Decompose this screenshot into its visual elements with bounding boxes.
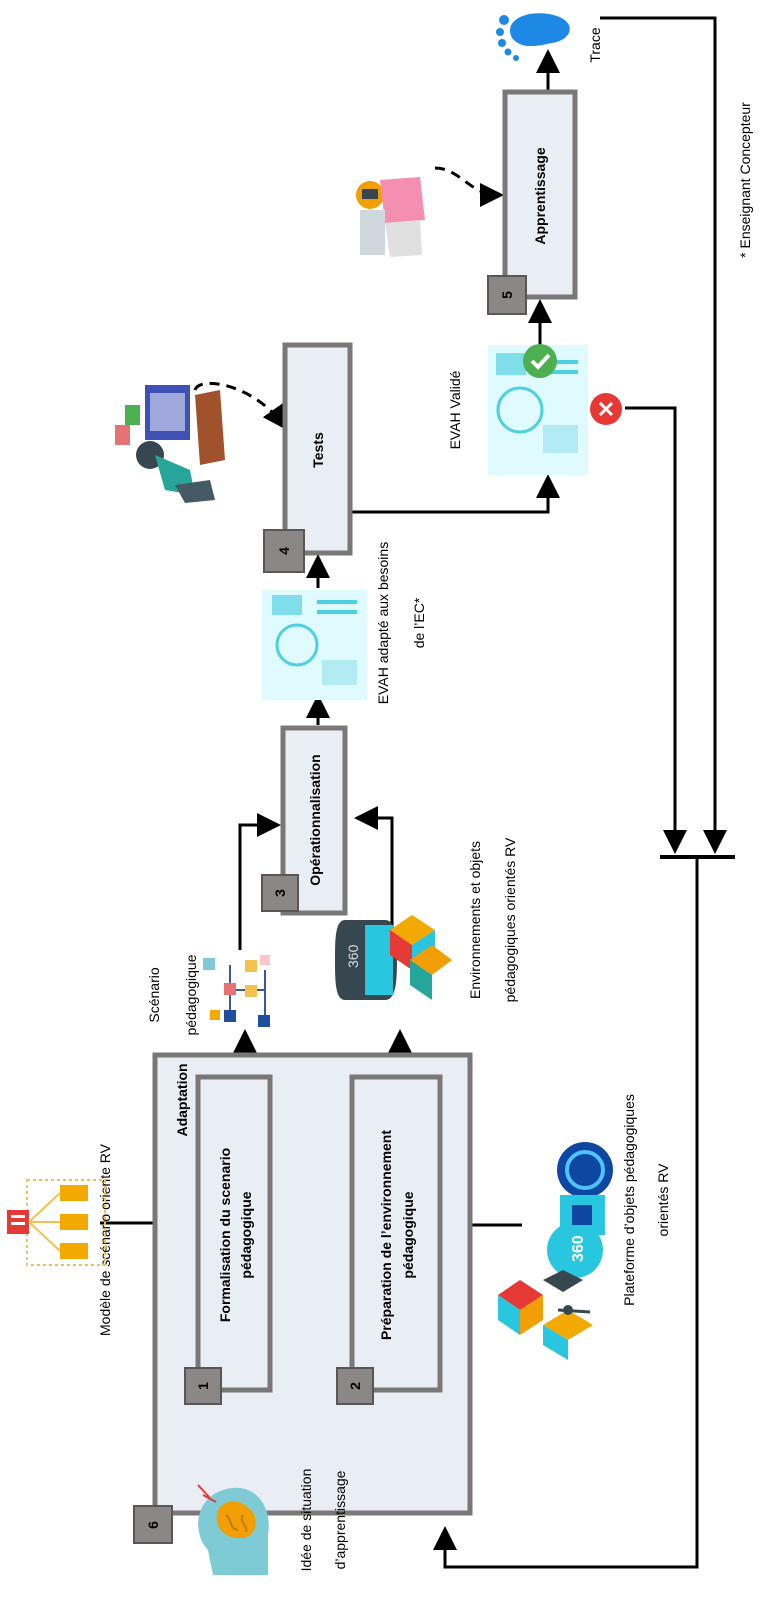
person-vr-icon bbox=[356, 177, 425, 257]
vr-360-sphere-icon: 360° bbox=[547, 1222, 603, 1278]
svg-text:1: 1 bbox=[195, 1382, 211, 1390]
arrow-trace-feedback bbox=[600, 16, 727, 854]
evah-adapte-label-line2: de l’EC* bbox=[411, 597, 427, 648]
apprentissage-box bbox=[502, 89, 578, 300]
evah-valide-label: EVAH Validé bbox=[447, 370, 463, 449]
dashed-arrow-learner-to-box5 bbox=[434, 166, 504, 207]
arrow-env-to-box3 bbox=[354, 806, 394, 950]
adaptation-label: Adaptation bbox=[174, 1063, 190, 1136]
trace-label: Trace bbox=[587, 27, 603, 62]
step-1-tag: 1 bbox=[184, 1367, 222, 1405]
evah-adapte-label-line1: EVAH adapté aux besoins bbox=[375, 542, 391, 704]
brain-head-icon bbox=[197, 1484, 269, 1575]
arrow-box4-to-evah-valide bbox=[350, 474, 560, 514]
idee-label-line1: Idée de situation bbox=[298, 1469, 314, 1572]
footprint-icon bbox=[496, 13, 570, 61]
molecule-cubes-icon bbox=[498, 1270, 593, 1360]
dashed-arrow-tester-to-tests bbox=[193, 381, 287, 430]
env-label-line2: pédagogiques orientés RV bbox=[502, 837, 518, 1002]
box-preparation: Préparation de l’environnement pédagogiq… bbox=[349, 1074, 443, 1393]
flowchart-icon bbox=[7, 1179, 106, 1266]
step-3-tag: 3 bbox=[261, 874, 299, 912]
arrow-reject-feedback bbox=[625, 406, 687, 854]
step-5-tag: 5 bbox=[487, 275, 527, 315]
arrow-feedback-to-adaptation bbox=[433, 857, 699, 1569]
text-labels: Modèle de scénario oriente RV Idée de si… bbox=[97, 27, 753, 1571]
step-6-tag: 6 bbox=[133, 1505, 173, 1544]
step-4-tag: 4 bbox=[263, 529, 305, 573]
preparation-box bbox=[349, 1074, 443, 1393]
apprentissage-label: Apprentissage bbox=[532, 147, 548, 244]
box-apprentissage: Apprentissage bbox=[502, 89, 578, 300]
svg-text:2: 2 bbox=[347, 1382, 363, 1390]
formalisation-box bbox=[195, 1074, 273, 1393]
svg-text:360°: 360° bbox=[570, 1229, 587, 1262]
cubes-icon bbox=[390, 915, 452, 1000]
hologram-dashboard-validated-icon bbox=[488, 345, 588, 475]
scenario-label-line1: Scénario bbox=[146, 967, 162, 1022]
number-tags: 6 1 2 3 4 5 bbox=[133, 275, 527, 1544]
cross-icon bbox=[590, 393, 622, 425]
operationnalisation-label: Opérationnalisation bbox=[307, 754, 323, 885]
orb-icon bbox=[557, 1142, 613, 1198]
check-icon bbox=[523, 344, 557, 378]
hologram-dashboard-icon bbox=[262, 590, 367, 700]
idee-label-line2: d’apprentissage bbox=[332, 1470, 348, 1569]
preparation-label-line2: pédagogique bbox=[400, 1191, 416, 1278]
vr-360-headset-icon: 360 bbox=[335, 920, 397, 1000]
box-tests: Tests bbox=[282, 342, 353, 556]
svg-text:6: 6 bbox=[145, 1521, 161, 1529]
box-formalisation: Formalisation du scenario pédagogique bbox=[195, 1074, 273, 1393]
tests-label: Tests bbox=[310, 432, 326, 468]
svg-text:360: 360 bbox=[345, 944, 361, 968]
modele-label: Modèle de scénario oriente RV bbox=[97, 1143, 113, 1336]
footnote-label: * Enseignant Concepteur bbox=[737, 102, 753, 258]
preparation-label-line1: Préparation de l’environnement bbox=[378, 1130, 394, 1340]
formalisation-label-line1: Formalisation du scenario bbox=[217, 1148, 233, 1322]
svg-text:5: 5 bbox=[499, 291, 515, 299]
tests-box bbox=[282, 342, 353, 556]
env-label-line1: Environnements et objets bbox=[467, 841, 483, 999]
step-2-tag: 2 bbox=[336, 1367, 374, 1405]
plateforme-label-line1: Plateforme d’objets pédagogiques bbox=[621, 1094, 637, 1306]
scenario-label-line2: pédagogique bbox=[183, 954, 199, 1035]
arrow-scenario-to-box3 bbox=[238, 813, 281, 950]
formalisation-label-line2: pédagogique bbox=[238, 1191, 254, 1278]
svg-text:4: 4 bbox=[276, 547, 292, 555]
cube-frame-icon bbox=[560, 1195, 605, 1235]
scenario-tree-icon bbox=[203, 955, 270, 1027]
plateforme-label-line2: orientés RV bbox=[655, 1163, 671, 1237]
svg-text:3: 3 bbox=[272, 889, 288, 897]
tester-desk-icon bbox=[115, 385, 225, 503]
